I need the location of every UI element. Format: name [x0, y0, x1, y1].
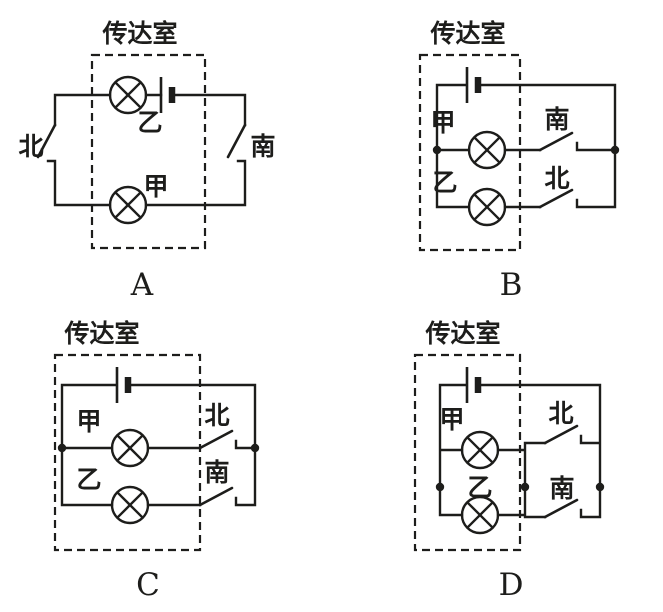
option-letter: D — [499, 567, 524, 603]
switch-north-label: 北 — [204, 401, 229, 430]
switch-south-blade-icon — [226, 123, 247, 159]
room-label: 传达室 — [429, 19, 505, 48]
lamp-yi-label: 乙 — [76, 465, 101, 494]
junction-node — [520, 482, 530, 492]
circuit-option-a: 传达室 北 南 乙 甲 A — [18, 19, 275, 303]
battery-icon — [117, 367, 128, 403]
option-letter: C — [136, 567, 160, 603]
battery-icon — [467, 67, 478, 103]
battery-icon — [467, 367, 478, 403]
switch-south-label: 南 — [549, 474, 574, 503]
lamp-yi-label: 乙 — [432, 168, 457, 197]
lamp-jia-icon — [110, 428, 150, 468]
switch-north-blade-icon — [36, 123, 57, 159]
lamp-jia-label: 甲 — [76, 407, 101, 436]
room-label: 传达室 — [101, 19, 177, 48]
lamp-jia-icon — [460, 430, 500, 470]
switch-south-label: 南 — [544, 105, 569, 134]
option-letter: A — [130, 267, 154, 303]
switch-north-label: 北 — [548, 399, 573, 428]
lamp-yi-icon — [110, 485, 150, 525]
circuit-option-d: 传达室 甲 乙 北 南 D — [413, 319, 605, 603]
battery-icon — [161, 77, 172, 113]
junction-node — [250, 443, 260, 453]
switch-south-blade-icon — [198, 486, 234, 507]
switch-north-blade-icon — [198, 429, 234, 450]
room-label: 传达室 — [424, 319, 500, 348]
switch-north-blade-icon — [543, 424, 579, 445]
lamp-yi-label: 乙 — [467, 473, 492, 502]
room-boundary-box — [418, 53, 522, 252]
circuit-option-c: 传达室 甲 乙 北 南 C — [53, 319, 260, 603]
option-letter: B — [500, 267, 523, 303]
circuit-option-b: 传达室 甲 乙 南 北 B — [418, 19, 620, 303]
room-boundary-box — [90, 53, 207, 250]
junction-node — [595, 482, 605, 492]
switch-north-label: 北 — [18, 132, 43, 161]
lamp-jia-label: 甲 — [430, 108, 455, 137]
room-boundary-box — [413, 353, 522, 552]
junction-node — [57, 443, 67, 453]
junction-node — [610, 145, 620, 155]
room-label: 传达室 — [63, 319, 139, 348]
circuit-wires — [438, 383, 602, 519]
lamp-yi-icon — [467, 187, 507, 227]
circuit-wires — [435, 83, 617, 209]
lamp-yi-label: 乙 — [137, 108, 162, 137]
junction-node — [435, 482, 445, 492]
lamp-jia-icon — [108, 185, 148, 225]
circuit-wires — [60, 383, 257, 507]
junction-node — [432, 145, 442, 155]
switch-north-label: 北 — [544, 164, 569, 193]
lamp-jia-icon — [467, 130, 507, 170]
lamp-yi-icon — [460, 495, 500, 535]
switch-south-blade-icon — [538, 131, 574, 152]
switch-south-label: 南 — [250, 132, 275, 161]
lamp-jia-label: 甲 — [439, 405, 464, 434]
switch-south-label: 南 — [204, 458, 229, 487]
switch-south-blade-icon — [543, 498, 579, 519]
switch-north-blade-icon — [538, 188, 574, 209]
room-boundary-box — [53, 353, 202, 552]
circuit-wires — [46, 93, 247, 207]
lamp-jia-label: 甲 — [143, 172, 168, 201]
